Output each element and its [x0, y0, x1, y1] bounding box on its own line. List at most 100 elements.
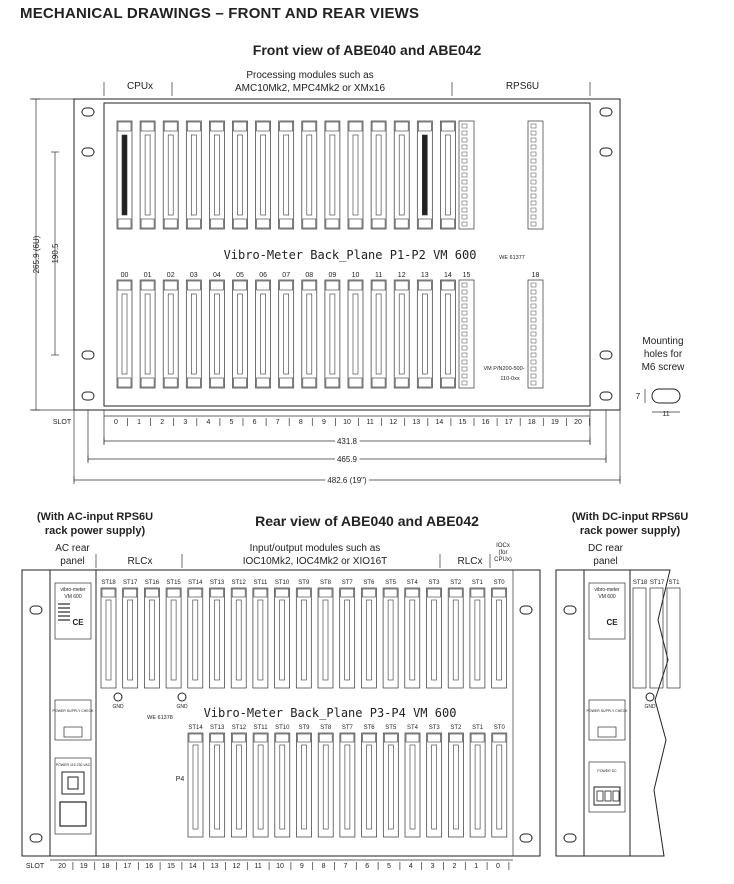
mounting-hole-1: [81, 147, 95, 157]
front-rps-top-18-pin-4: [530, 151, 537, 157]
mounting-label-3: M6 screw: [641, 362, 685, 373]
front-bottom-slot-7-guide: [283, 293, 290, 375]
rear-bottom-slot-ST9: [296, 732, 312, 838]
front-part-number-1: VM P/N200-500-: [484, 366, 525, 372]
rear-top-slot-ST18: [100, 587, 117, 689]
front-top-slot-0-bottom-connector: [117, 218, 132, 229]
rear-top-label-ST18: ST18: [101, 580, 116, 586]
front-top-slot-11-top-connector: [371, 121, 386, 132]
front-rps-top-18-pin-13: [530, 214, 537, 220]
front-top-slot-9-guide: [329, 134, 336, 216]
rear-gnd-right-terminal: [177, 692, 187, 702]
rear-bottom-label-ST6: ST6: [364, 725, 376, 731]
dc-rear-label-2: panel: [593, 556, 618, 567]
front-top-slot-13-guide: [421, 134, 428, 216]
front-top-slot-12-top-connector: [394, 121, 409, 132]
rear-slot-scale-13: 13: [211, 863, 219, 870]
rear-top-label-ST0: ST0: [494, 580, 506, 586]
front-slot-scale-14: 14: [436, 419, 444, 426]
rear-top-label-ST2: ST2: [450, 580, 462, 586]
front-rps-top-18-pin-5: [530, 158, 537, 164]
front-top-slot-8: [301, 120, 318, 230]
rlcx-label-left: RLCx: [127, 556, 153, 567]
front-top-slot-10-bottom-connector: [348, 218, 363, 229]
rear-top-label-ST13: ST13: [210, 580, 225, 586]
rear-top-slot-ST3: [426, 587, 442, 689]
front-bottom-slot-2-guide: [167, 293, 174, 375]
front-bottom-slot-8-bottom-connector: [302, 377, 317, 388]
front-top-slot-1-bottom-connector: [140, 218, 155, 229]
front-bottom-slot-10-guide: [352, 293, 359, 375]
rear-top-slot-conn-4: [188, 588, 203, 598]
front-slot-scale-8: 8: [299, 419, 303, 426]
front-bottom-slot-0-top-connector: [117, 280, 132, 291]
rear-top-slot-conn-5: [210, 588, 224, 598]
front-rps-top-15: [458, 120, 475, 230]
rear-bottom-slot-guide-14: [496, 744, 503, 830]
rear-bottom-slot-conn-10: [405, 733, 420, 743]
front-slot-number-05: 05: [236, 272, 244, 279]
dc-top-label-1: ST17: [650, 580, 665, 586]
page-heading: MECHANICAL DRAWINGS – FRONT AND REAR VIE…: [20, 5, 420, 22]
front-top-slot-4: [209, 120, 225, 230]
front-rps-bottom-15-pin-9: [461, 345, 468, 351]
front-bottom-slot-2-bottom-connector: [163, 377, 178, 388]
front-rps-top-15-pin-8: [461, 179, 468, 185]
front-bottom-slot-4-top-connector: [210, 280, 224, 291]
front-rps-top-18-pin-7: [530, 172, 537, 178]
rear-top-slot-conn-6: [231, 588, 246, 598]
front-top-slot-2-top-connector: [163, 121, 178, 132]
dim-190-label: 190.5: [51, 243, 60, 264]
rear-slot-scale-19: 19: [80, 863, 88, 870]
front-rps-bottom-18-pin-7: [530, 331, 537, 337]
rear-bottom-slot-guide-5: [301, 744, 307, 830]
front-rps-bottom-18-pin-8: [530, 338, 537, 344]
front-top-slot-4-top-connector: [210, 121, 224, 132]
rear-bottom-slot-guide-3: [257, 744, 264, 830]
rear-bottom-slot-ST7: [339, 732, 356, 838]
rear-top-label-ST11: ST11: [253, 580, 268, 586]
mount-dim-h-label: 7: [636, 392, 641, 401]
rear-bottom-label-ST3: ST3: [429, 725, 441, 731]
dc-rear-panel: [583, 569, 631, 857]
front-view-title: Front view of ABE040 and ABE042: [252, 42, 482, 58]
rear-top-label-ST6: ST6: [363, 580, 375, 586]
rear-we-number: WE 61378: [147, 715, 173, 721]
rear-slot-scale-2: 2: [452, 863, 456, 870]
front-slot-scale-10: 10: [343, 419, 351, 426]
front-top-slot-1: [139, 120, 156, 230]
rear-top-slot-guide-12: [366, 599, 372, 681]
rear-gnd-left-label: GND: [112, 704, 124, 710]
dc-gnd-label: GND: [644, 704, 656, 710]
rear-top-slot-ST16: [144, 587, 160, 689]
front-bottom-slot-5-guide: [237, 293, 243, 375]
ac-label-plate: [54, 582, 92, 640]
front-bottom-slot-12: [393, 279, 410, 389]
front-bottom-slot-0-bottom-connector: [117, 377, 132, 388]
front-rps-top-18-pin-10: [530, 193, 537, 199]
rear-top-slot-guide-17: [474, 599, 481, 681]
front-rps-bottom-18-pin-12: [530, 366, 537, 372]
rear-top-slot-guide-1: [127, 599, 133, 681]
rear-top-slot-conn-14: [405, 588, 420, 598]
front-bottom-slot-6: [255, 279, 271, 389]
front-rps-bottom-15-pin-7: [461, 331, 468, 337]
cpux-label: CPUx: [126, 81, 154, 92]
rear-bottom-slot-conn-7: [340, 733, 355, 743]
rear-top-slot-guide-5: [214, 599, 220, 681]
front-top-slot-8-guide: [306, 134, 313, 216]
rear-bottom-slot-guide-11: [431, 744, 438, 830]
front-rps-bottom-18-pin-4: [530, 310, 537, 316]
rear-slot-scale-14: 14: [189, 863, 197, 870]
ac-brand-text: vibro-meter: [60, 587, 86, 593]
rear-slot-scale-10: 10: [276, 863, 284, 870]
front-slot-number-08: 08: [305, 272, 313, 279]
rear-bottom-slot-conn-8: [362, 733, 376, 743]
front-top-slot-14-bottom-connector: [441, 218, 455, 229]
dc-rear-label-1: DC rear: [587, 543, 623, 554]
front-bottom-slot-12-top-connector: [394, 280, 409, 291]
rear-top-slot-guide-15: [431, 599, 437, 681]
rear-bottom-slot-guide-7: [344, 744, 351, 830]
front-top-slot-13: [416, 120, 433, 230]
rear-top-slot-guide-3: [170, 599, 177, 681]
